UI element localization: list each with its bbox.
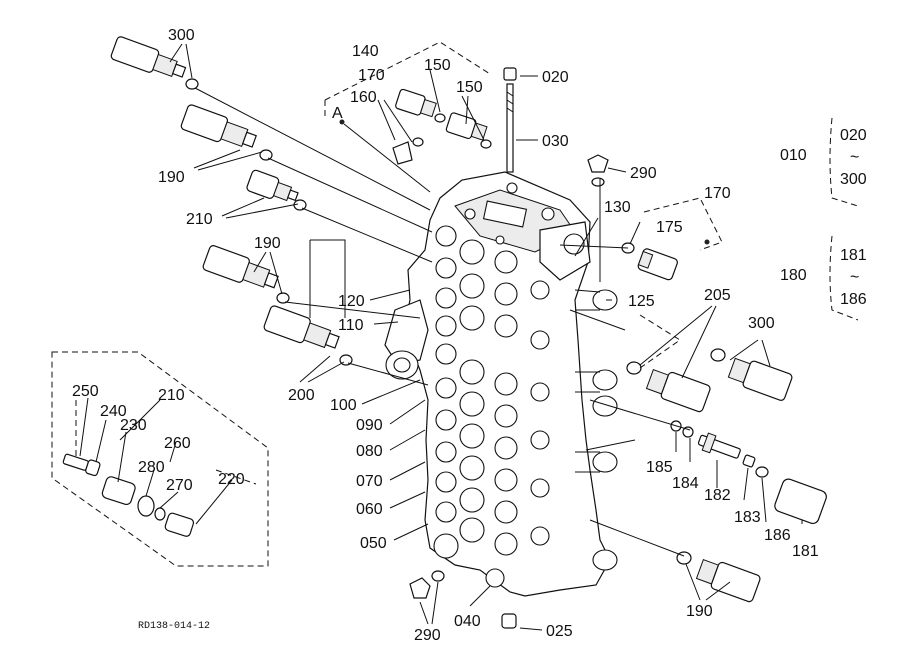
section-bores-middle	[494, 250, 550, 556]
relief-valve-190-left	[180, 104, 273, 161]
label-184: 184	[672, 475, 699, 492]
range-180-from: 181	[840, 247, 867, 264]
label-300-right: 300	[748, 315, 775, 332]
label-120: 120	[338, 293, 365, 310]
label-070: 070	[356, 473, 383, 490]
range-bracket-180	[829, 235, 859, 321]
label-170-right: 170	[704, 185, 731, 202]
group-170-dashed	[621, 197, 723, 281]
inset-label-250: 250	[72, 383, 99, 400]
label-190-middle: 190	[254, 235, 281, 252]
label-A: A	[332, 105, 343, 122]
label-290-bottom: 290	[414, 627, 441, 644]
inset-label-220: 220	[218, 471, 245, 488]
label-182: 182	[704, 487, 731, 504]
section-bores-left	[433, 225, 485, 559]
relief-valve-200	[263, 305, 353, 366]
label-186: 186	[764, 527, 791, 544]
label-060: 060	[356, 501, 383, 518]
label-190-bottom-right: 190	[686, 603, 713, 620]
label-181: 181	[792, 543, 819, 560]
range-bracket-010	[829, 117, 859, 207]
plug-290-bottom	[409, 570, 445, 599]
label-125: 125	[628, 293, 655, 310]
label-110: 110	[338, 317, 364, 334]
inset-label-280: 280	[138, 459, 165, 476]
label-290-top: 290	[630, 165, 657, 182]
label-183: 183	[734, 509, 761, 526]
range-010-tilde: ~	[850, 149, 859, 166]
label-040: 040	[454, 613, 481, 630]
relief-valve-190-bottom-right	[676, 551, 761, 603]
inset-detail-210	[51, 351, 269, 567]
label-205: 205	[704, 287, 731, 304]
relief-valve-210	[246, 169, 307, 211]
label-140: 140	[352, 43, 379, 60]
drawing-code: RD138-014-12	[138, 621, 210, 632]
label-210: 210	[186, 211, 213, 228]
plug-290-top	[587, 154, 609, 187]
bolt-020-030	[503, 67, 517, 173]
label-090: 090	[356, 417, 383, 434]
range-180-tilde: ~	[850, 269, 859, 286]
inset-label-260: 260	[164, 435, 191, 452]
inset-label-270: 270	[166, 477, 193, 494]
inset-label-240: 240	[100, 403, 127, 420]
range-180-key: 180	[780, 267, 807, 284]
spool-ends-right	[574, 289, 618, 571]
range-010-from: 020	[840, 127, 867, 144]
range-010-to: 300	[840, 171, 867, 188]
range-010-key: 010	[780, 147, 807, 164]
label-020: 020	[542, 69, 569, 86]
label-175: 175	[656, 219, 683, 236]
label-150-left: 150	[424, 57, 451, 74]
relief-valve-190-mid	[202, 245, 290, 304]
label-130: 130	[604, 199, 631, 216]
inset-label-230: 230	[120, 417, 147, 434]
label-150-right: 150	[456, 79, 483, 96]
inset-label-210: 210	[158, 387, 185, 404]
label-170-upper: 170	[358, 67, 385, 84]
relief-valve-300-top-left	[110, 36, 199, 90]
label-160: 160	[350, 89, 377, 106]
label-200: 200	[288, 387, 315, 404]
label-050: 050	[360, 535, 387, 552]
label-185: 185	[646, 459, 673, 476]
label-100: 100	[330, 397, 357, 414]
spool-assy-180	[670, 420, 827, 525]
valve-body	[384, 171, 618, 597]
label-030: 030	[542, 133, 569, 150]
plug-025-bottom	[501, 613, 517, 629]
relief-valve-205	[626, 361, 711, 413]
leader-lines	[79, 43, 803, 631]
label-300-top-left: 300	[168, 27, 195, 44]
label-025: 025	[546, 623, 573, 640]
group-140-dashed	[324, 41, 492, 193]
label-080: 080	[356, 443, 383, 460]
relief-valve-300-right	[710, 348, 793, 401]
label-190-upper: 190	[158, 169, 185, 186]
range-180-to: 186	[840, 291, 867, 308]
